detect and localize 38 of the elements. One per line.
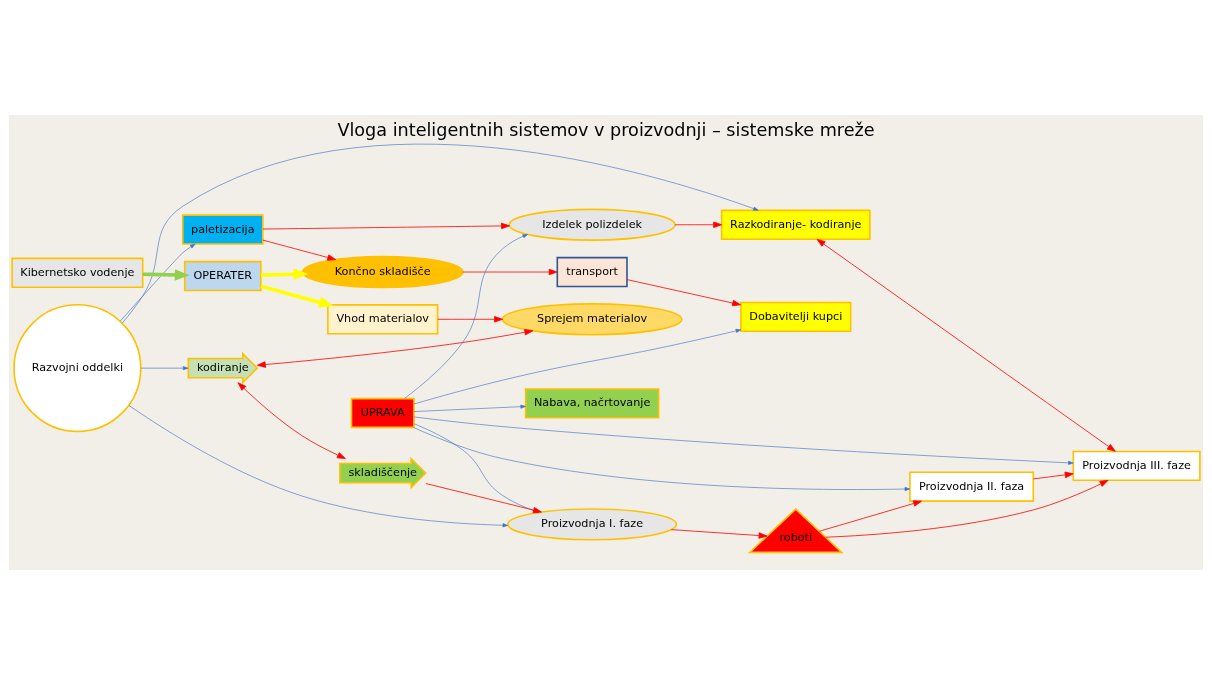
node-box: Vhod materialov [327, 303, 439, 334]
arrow [122, 143, 759, 323]
node-box: Razkodiranje- kodiranje [720, 209, 871, 240]
arrow [260, 284, 334, 308]
node-box: UPRAVA [350, 397, 415, 428]
arrow [413, 404, 526, 412]
arrow [1033, 471, 1074, 479]
arrow [462, 268, 558, 275]
arrow [816, 238, 1116, 452]
node-box: transport [556, 256, 628, 287]
arrow [626, 278, 741, 306]
arrow [674, 221, 723, 228]
arrow [413, 426, 911, 491]
arrow [413, 328, 742, 404]
node-box: Proizvodnja II. faza [909, 470, 1035, 502]
arrow [128, 404, 509, 527]
arrow [256, 328, 534, 368]
arrow [140, 365, 189, 370]
arrow [142, 268, 190, 281]
arrow [413, 416, 1074, 465]
diagram-title: Vloga inteligentnih sistemov v proizvodnji – sistemske mreže [337, 119, 875, 140]
arrow [404, 233, 528, 399]
arrow [237, 381, 346, 459]
node-box: Nabava, načrtovanje [524, 387, 660, 419]
node-circle: Razvojni oddelki [13, 303, 142, 432]
arrow [818, 499, 922, 532]
arrow [260, 267, 309, 280]
arrow [262, 239, 337, 261]
arrow [825, 479, 1109, 538]
node-box: paletizacija [181, 213, 264, 245]
arrow [262, 222, 510, 229]
arrow [119, 243, 196, 321]
node-box: OPERATER [183, 260, 262, 291]
node-box: Kibernetsko vodenje [11, 257, 144, 288]
node-box: Proizvodnja III. faze [1072, 450, 1201, 481]
arrow [670, 528, 768, 539]
node-box: Dobavitelji kupci [740, 301, 852, 332]
arrow [437, 315, 503, 322]
